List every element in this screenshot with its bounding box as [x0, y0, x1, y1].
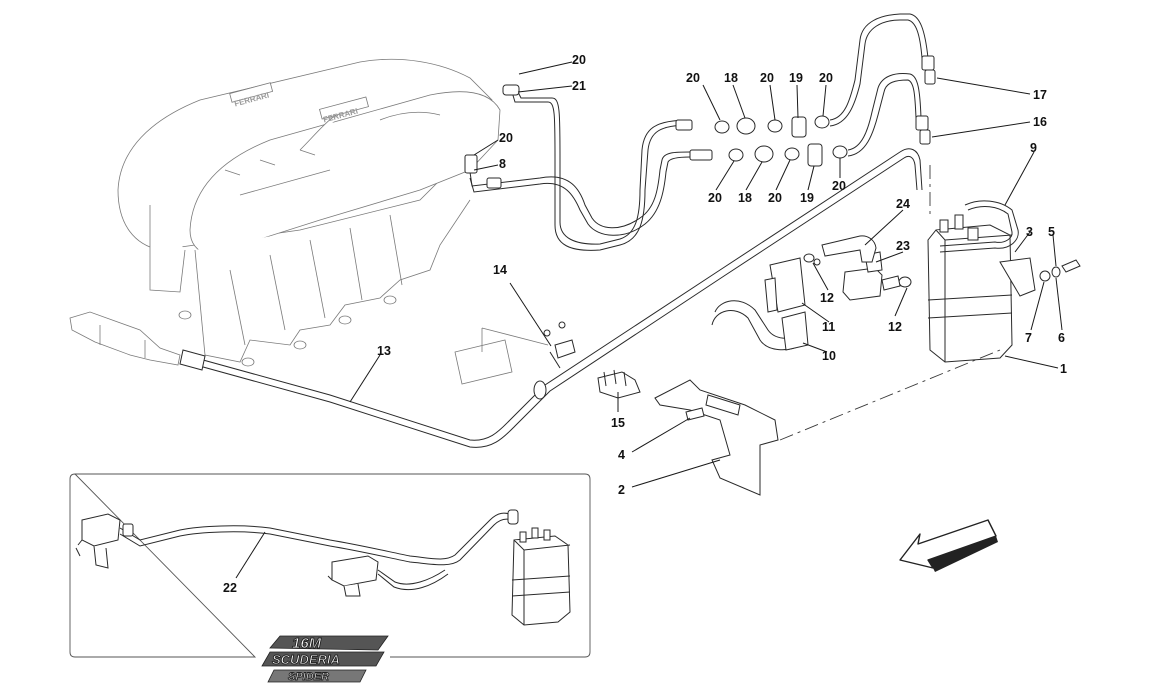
callout-22: 22 [223, 581, 237, 595]
hose-10 [711, 300, 809, 351]
vent-pipe-13 [69, 148, 923, 448]
clamps-and-valves-upper [714, 13, 936, 167]
hose-8-21 [464, 84, 713, 251]
badge-line-3: SPIDER [288, 671, 329, 683]
inset-bracket-left [75, 513, 121, 569]
bracket-2-4 [654, 379, 779, 496]
callout-14: 14 [493, 263, 507, 277]
leader-lines [235, 61, 1063, 579]
evap-canister-1 [927, 200, 1081, 363]
callout-17: 17 [1033, 88, 1047, 102]
bracket-11-12 [764, 253, 821, 313]
callout-12: 12 [820, 291, 834, 305]
badge-line-1: 16M [292, 635, 322, 652]
badge-line-2: SCUDERIA [272, 652, 340, 667]
callout-9: 9 [1030, 141, 1037, 155]
fixing-14 [454, 321, 576, 385]
callout-labels: 20 21 20 8 20 18 20 19 20 20 18 20 19 20… [223, 53, 1067, 595]
inset-bracket-middle [327, 555, 379, 597]
callout-15: 15 [611, 416, 625, 430]
callout-19: 19 [789, 71, 803, 85]
inset-pipe-22 [119, 509, 519, 591]
hose-24 [821, 235, 877, 263]
callout-19: 19 [800, 191, 814, 205]
callout-20: 20 [768, 191, 782, 205]
callout-24: 24 [896, 197, 910, 211]
clip-15 [597, 369, 641, 399]
callout-13: 13 [377, 344, 391, 358]
callout-16: 16 [1033, 115, 1047, 129]
callout-23: 23 [896, 239, 910, 253]
callout-4: 4 [618, 448, 625, 462]
callout-7: 7 [1025, 331, 1032, 345]
callout-11: 11 [822, 320, 835, 334]
callout-6: 6 [1058, 331, 1065, 345]
callout-8: 8 [499, 157, 506, 171]
callout-20: 20 [686, 71, 700, 85]
callout-20: 20 [572, 53, 586, 67]
callout-20: 20 [819, 71, 833, 85]
callout-10: 10 [822, 349, 836, 363]
arrow-down-left-icon [899, 519, 998, 572]
callout-2: 2 [618, 483, 625, 497]
callout-18: 18 [724, 71, 738, 85]
callout-20: 20 [708, 191, 722, 205]
callout-3: 3 [1026, 225, 1033, 239]
callout-21: 21 [572, 79, 586, 93]
callout-1: 1 [1060, 362, 1067, 376]
callout-20: 20 [499, 131, 513, 145]
inset-canister [511, 527, 571, 626]
callout-18: 18 [738, 191, 752, 205]
callout-20: 20 [760, 71, 774, 85]
model-badge: 16M SCUDERIA SPIDER [261, 635, 389, 683]
callout-5: 5 [1048, 225, 1055, 239]
intake-manifold: FERRARI FERRARI [117, 58, 501, 367]
purge-valve-23 [842, 251, 912, 301]
inset-panel [69, 473, 591, 658]
callout-12: 12 [888, 320, 902, 334]
callout-20: 20 [832, 179, 846, 193]
centerline [779, 349, 1001, 441]
